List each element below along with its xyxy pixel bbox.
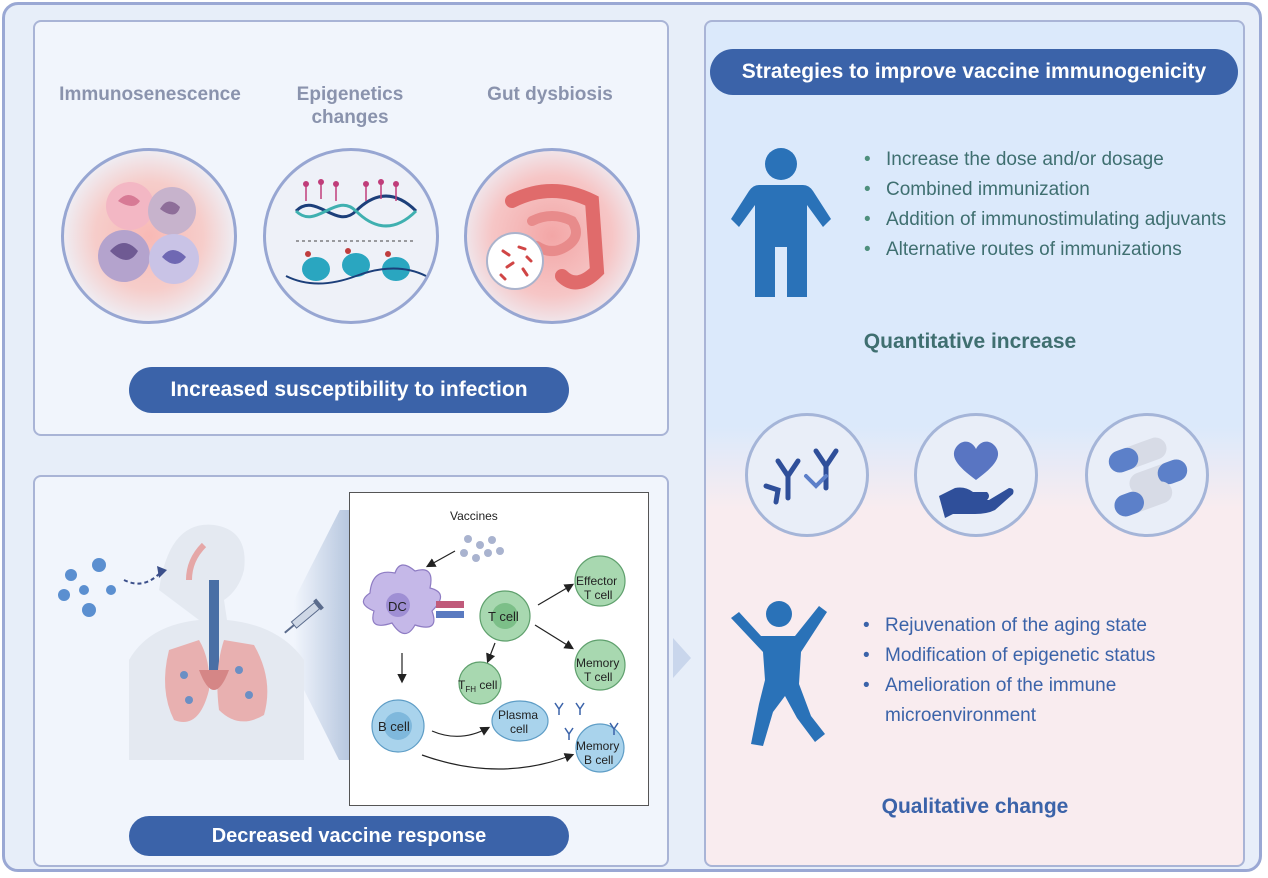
list-item: Amelioration of the immune microenvironm… bbox=[861, 671, 1231, 731]
list-item: Increase the dose and/or dosage bbox=[862, 145, 1232, 175]
list-item: Addition of immunostimulating adjuvants bbox=[862, 205, 1232, 235]
immune-cells-circle bbox=[61, 148, 237, 324]
quantitative-heading: Quantitative increase bbox=[863, 330, 1077, 353]
list-item: Rejuvenation of the aging state bbox=[861, 611, 1231, 641]
list-item: Alternative routes of immunizations bbox=[862, 235, 1232, 265]
heart-hand-icon bbox=[939, 441, 1014, 518]
factor-gut-dysbiosis: Gut dysbiosis bbox=[487, 84, 613, 105]
susceptibility-banner: Increased susceptibility to infection bbox=[129, 367, 569, 413]
tfh-cell bbox=[458, 661, 502, 705]
memory-b-cell bbox=[575, 723, 625, 773]
immune-response-diagram: Vaccines DC T cell Effector T cell Memor… bbox=[349, 492, 649, 806]
antibody-circle bbox=[745, 413, 869, 537]
care-circle bbox=[914, 413, 1038, 537]
dna-icon bbox=[285, 179, 427, 285]
list-item: Modification of epigenetic status bbox=[861, 641, 1231, 671]
memory-t-label-2: T cell bbox=[584, 670, 612, 684]
effector-t-cell bbox=[574, 555, 626, 607]
pills-circle bbox=[1085, 413, 1209, 537]
antibody-icon bbox=[763, 448, 839, 505]
list-item: Combined immunization bbox=[862, 175, 1232, 205]
strategies-title: Strategies to improve vaccine immunogeni… bbox=[710, 49, 1238, 95]
qualitative-strategies-list: Rejuvenation of the aging state Modifica… bbox=[861, 611, 1231, 731]
human-respiratory-illustration bbox=[58, 510, 349, 760]
memory-b-label-2: B cell bbox=[584, 753, 613, 767]
intestine-icon bbox=[486, 184, 605, 290]
factor-immunosenescence: Immunosenescence bbox=[59, 84, 241, 105]
plasma-label-2: cell bbox=[510, 722, 528, 736]
b-cell-label: B cell bbox=[378, 719, 410, 734]
memory-t-label-1: Memory bbox=[576, 656, 619, 670]
dc-label: DC bbox=[388, 599, 407, 614]
effector-t-label-1: Effector bbox=[576, 574, 617, 588]
person-jumping-icon bbox=[731, 601, 827, 746]
t-cell-label: T cell bbox=[488, 609, 519, 624]
effector-t-label-2: T cell bbox=[584, 588, 612, 602]
tfh-label: TFH cell bbox=[458, 678, 497, 694]
quantitative-strategies-list: Increase the dose and/or dosage Combined… bbox=[862, 145, 1232, 265]
memory-b-label-1: Memory bbox=[576, 739, 619, 753]
antibodies bbox=[554, 702, 619, 740]
epigenetics-circle bbox=[263, 148, 439, 324]
vaccine-particles bbox=[460, 535, 504, 562]
person-standing-icon bbox=[731, 148, 831, 297]
vaccine-response-banner: Decreased vaccine response bbox=[129, 816, 569, 856]
memory-t-cell bbox=[574, 639, 626, 691]
plasma-label-1: Plasma bbox=[498, 708, 538, 722]
vaccines-label: Vaccines bbox=[450, 509, 498, 523]
immune-cells-icon bbox=[98, 182, 199, 284]
factor-epigenetics: Epigenetics changes bbox=[296, 84, 404, 128]
gut-circle bbox=[464, 148, 640, 324]
immune-cells-diagram: Vaccines DC T cell Effector T cell Memor… bbox=[362, 509, 626, 773]
capsule-icon bbox=[1108, 437, 1188, 517]
qualitative-heading: Qualitative change bbox=[881, 795, 1069, 818]
plasma-cell bbox=[491, 700, 549, 742]
panel-arrow-icon bbox=[673, 638, 691, 678]
